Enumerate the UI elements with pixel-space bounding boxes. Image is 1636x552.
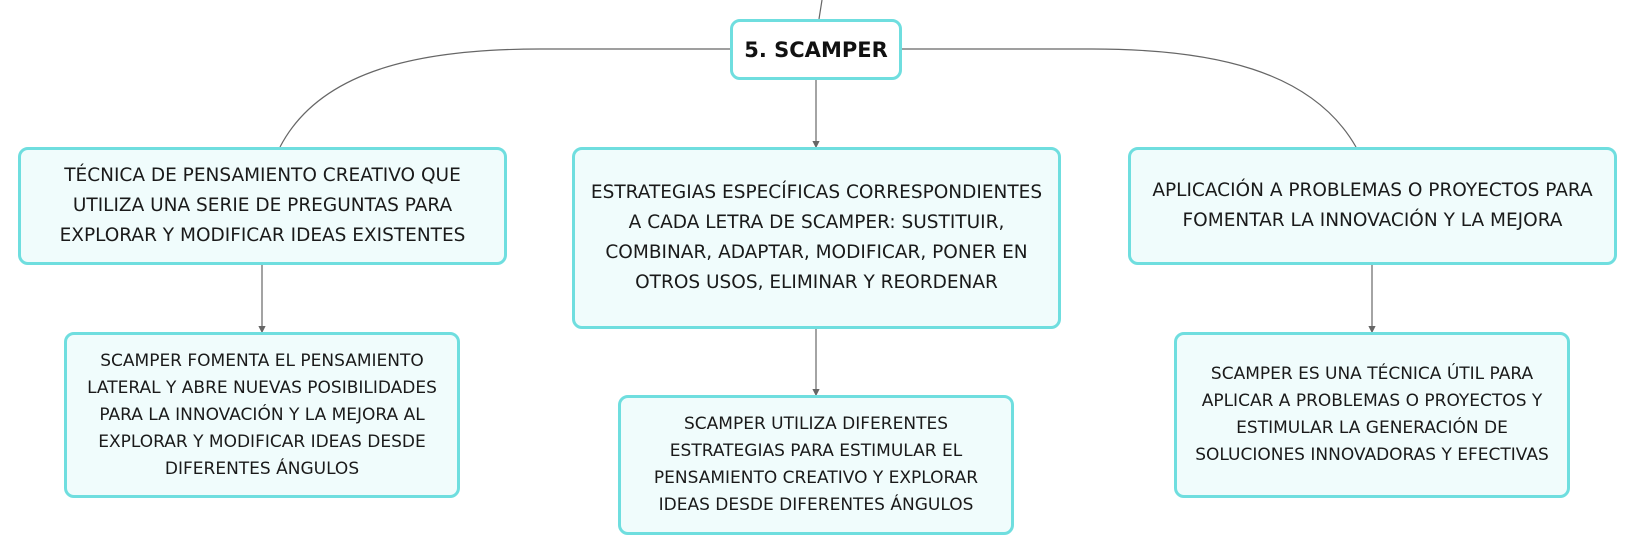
- child-node-label: SCAMPER UTILIZA DIFERENTES ESTRATEGIAS P…: [653, 414, 979, 515]
- branch-node-label: TÉCNICA DE PENSAMIENTO CREATIVO QUE UTIL…: [59, 165, 466, 246]
- connector-root-to-left: [279, 48, 730, 148]
- branch-node-label: ESTRATEGIAS ESPECÍFICAS CORRESPONDIENTES…: [590, 182, 1043, 293]
- connector-parent-to-root: [818, 0, 823, 20]
- child-node-label: SCAMPER FOMENTA EL PENSAMIENTO LATERAL Y…: [87, 350, 437, 479]
- root-node[interactable]: 5. SCAMPER: [730, 19, 902, 80]
- root-node-label: 5. SCAMPER: [744, 37, 888, 62]
- connector-root-to-right: [902, 48, 1357, 148]
- child-node-definition[interactable]: SCAMPER FOMENTA EL PENSAMIENTO LATERAL Y…: [64, 332, 460, 498]
- branch-node-application[interactable]: APLICACIÓN A PROBLEMAS O PROYECTOS PARA …: [1128, 147, 1617, 265]
- child-node-label: SCAMPER ES UNA TÉCNICA ÚTIL PARA APLICAR…: [1195, 364, 1549, 465]
- branch-node-strategies[interactable]: ESTRATEGIAS ESPECÍFICAS CORRESPONDIENTES…: [572, 147, 1061, 329]
- branch-node-label: APLICACIÓN A PROBLEMAS O PROYECTOS PARA …: [1152, 180, 1593, 231]
- child-node-strategies[interactable]: SCAMPER UTILIZA DIFERENTES ESTRATEGIAS P…: [618, 395, 1014, 535]
- child-node-application[interactable]: SCAMPER ES UNA TÉCNICA ÚTIL PARA APLICAR…: [1174, 332, 1570, 498]
- branch-node-definition[interactable]: TÉCNICA DE PENSAMIENTO CREATIVO QUE UTIL…: [18, 147, 507, 265]
